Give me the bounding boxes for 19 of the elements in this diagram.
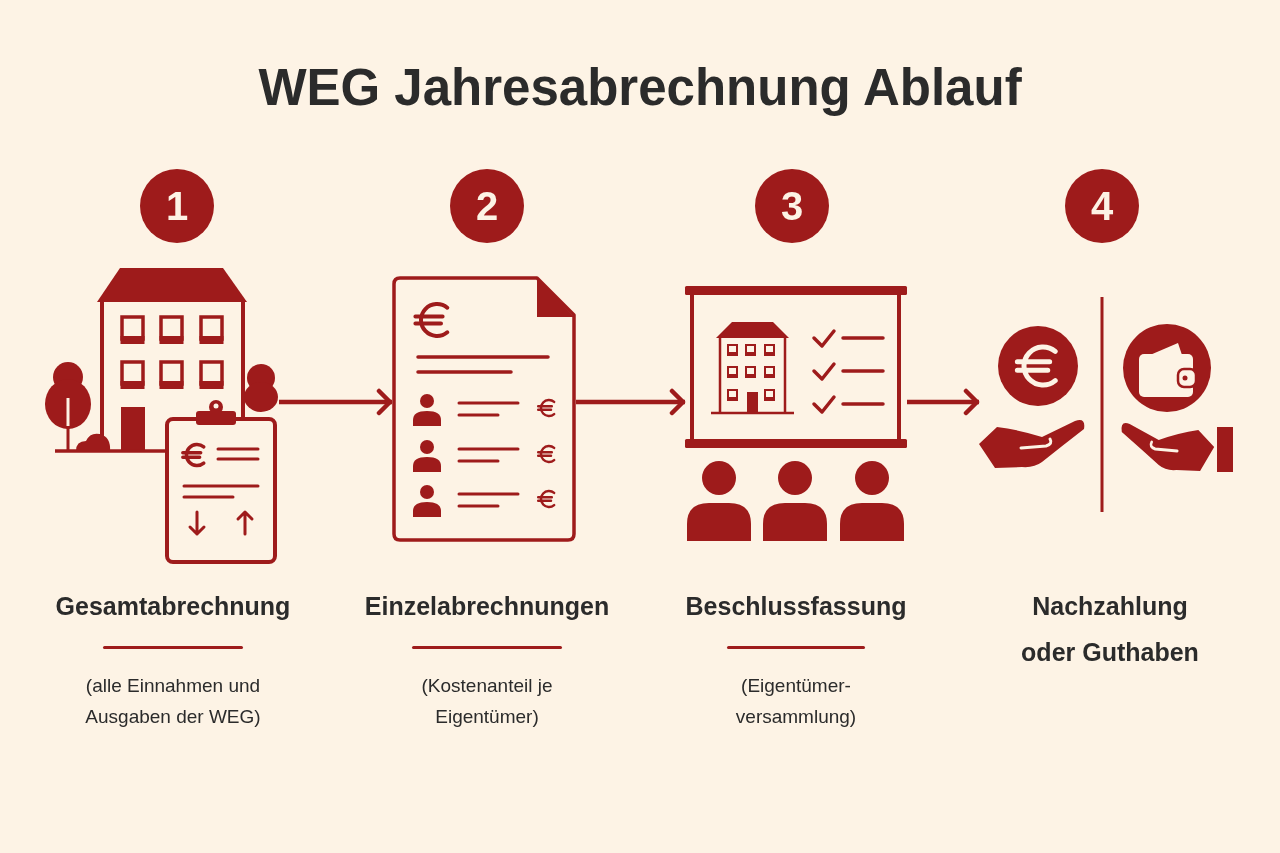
step-heading: Nachzahlung oder Guthaben [1020,591,1200,668]
arrow [576,388,686,416]
step-description: (alle Einnahmen und Ausgaben der WEG) [84,674,262,729]
arrow [907,388,980,416]
presentation-board-illustration [685,285,907,542]
arrow [279,388,393,416]
step-heading: Beschlussfassung [685,591,907,622]
step-number: 2 [450,169,524,243]
step-number: 4 [1065,169,1139,243]
step-number: 1 [140,169,214,243]
step-number: 3 [755,169,829,243]
page-title: WEG Jahresabrechnung Ablauf [258,58,1022,118]
step-description: (Eigentümer- versammlung) [734,674,858,729]
apartment-building-illustration [45,266,279,566]
payment-hands-illustration [979,296,1235,514]
invoice-document-illustration [392,276,576,542]
step-description: (Kostenanteil je Eigentümer) [420,674,554,729]
step-heading: Gesamtabrechnung [55,591,291,622]
step-heading: Einzelabrechnungen [364,591,610,622]
